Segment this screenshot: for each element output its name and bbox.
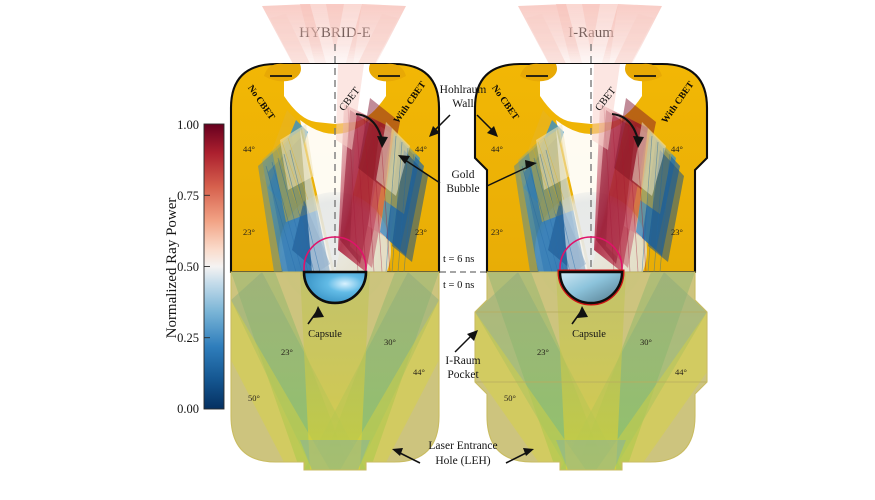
ir-cbet-arrow: [611, 112, 640, 141]
he-hohlraum-lower-outline: [230, 271, 440, 471]
ir-rays-no-cbet: [514, 110, 588, 272]
he-angle-upper-44-r: 44°: [415, 144, 427, 154]
he-capsule-label: Capsule: [308, 329, 342, 340]
he-angle-upper-23: 23°: [243, 227, 255, 237]
colorbar: Normalized Ray Power 1.00 0.75 0.50 0.25…: [164, 118, 225, 416]
hohlraum-wall-label-1: Hohlraum: [440, 84, 487, 96]
ir-gold-bubble-left: [520, 63, 557, 82]
hohlraum-wall-label-2: Wall: [452, 98, 473, 110]
i-raum-pocket-label-2: Pocket: [447, 369, 479, 381]
gold-bubble-arrow-left: [401, 157, 441, 184]
he-capsule: [302, 270, 368, 305]
time-label-upper: t = 6 ns: [443, 254, 474, 265]
ir-gold-bubble-right: [625, 63, 662, 82]
ir-angle-lower-30: 30°: [640, 337, 652, 347]
gold-bubble-label-1: Gold: [452, 169, 475, 181]
gold-bubble-label-2: Bubble: [446, 183, 479, 195]
he-gold-bubble-left: [264, 63, 301, 82]
he-gold-bubble-right: [369, 63, 406, 82]
ir-angle-lower-44: 44°: [675, 367, 687, 377]
he-cbet-arrow: [355, 112, 384, 141]
ir-beam-cones: [475, 272, 707, 470]
annotations: Hohlraum Wall Gold Bubble t = 6 ns t = 0…: [392, 84, 537, 467]
colorbar-tick-5: 0.00: [177, 402, 199, 416]
he-angle-lower-30: 30°: [384, 337, 396, 347]
colorbar-tick-4: 0.25: [177, 331, 199, 345]
panel-hybrid-e: No CBET With CBET 44° 23° 44° 23° CBET: [229, 4, 441, 471]
i-raum-pocket-label-1: I-Raum: [445, 355, 480, 367]
he-angle-lower-50: 50°: [248, 393, 260, 403]
colorbar-tick-1: 1.00: [177, 118, 199, 132]
colorbar-axis-label: Normalized Ray Power: [164, 198, 180, 339]
ir-angle-upper-44-r: 44°: [671, 144, 683, 154]
he-angle-lower-44: 44°: [413, 367, 425, 377]
he-angle-upper-44: 44°: [243, 144, 255, 154]
gold-bubble-arrow-right: [486, 164, 533, 187]
panel-i-raum: No CBET With CBET 44° 23° 44° 23° CBET: [473, 4, 709, 471]
ir-capsule: [558, 270, 624, 305]
time-label-lower: t = 0 ns: [443, 280, 474, 291]
ir-escaping-beams: [518, 4, 662, 78]
colorbar-tick-3: 0.50: [177, 260, 199, 274]
ir-angle-lower-23: 23°: [537, 347, 549, 357]
he-beam-cones: [231, 272, 439, 470]
leh-label-1: Laser Entrance: [428, 440, 497, 452]
ir-angle-upper-23: 23°: [491, 227, 503, 237]
he-rays-with-cbet: [336, 64, 428, 272]
colorbar-tick-2: 0.75: [177, 189, 199, 203]
leh-label-2: Hole (LEH): [435, 455, 490, 467]
ir-hohlraum-lower-outline: [474, 271, 708, 471]
ir-angle-upper-23-r: 23°: [671, 227, 683, 237]
he-rays-no-cbet: [258, 110, 332, 272]
ir-capsule-label: Capsule: [572, 329, 606, 340]
he-angle-upper-23-r: 23°: [415, 227, 427, 237]
he-angle-lower-23: 23°: [281, 347, 293, 357]
ir-angle-upper-44: 44°: [491, 144, 503, 154]
colorbar-ticks: 1.00 0.75 0.50 0.25 0.00: [177, 118, 210, 416]
he-escaping-beams: [262, 4, 406, 78]
ir-angle-lower-50: 50°: [504, 393, 516, 403]
